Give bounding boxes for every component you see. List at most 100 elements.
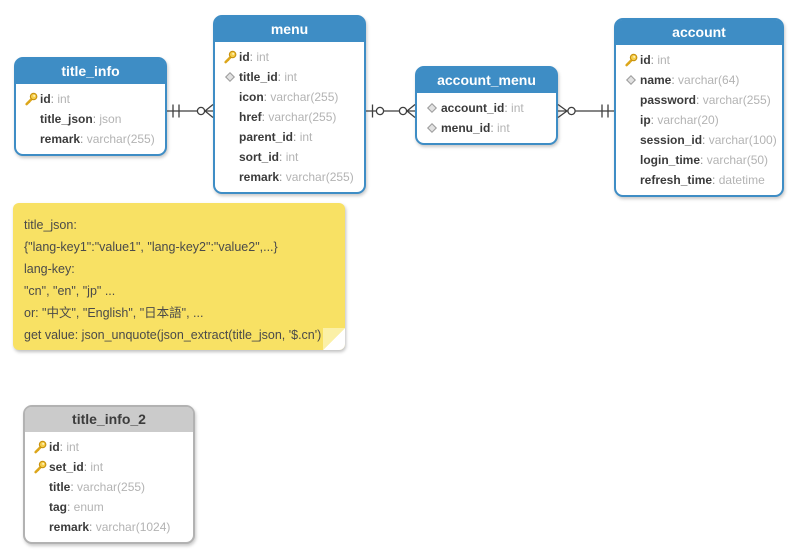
field-type: varchar(100) xyxy=(702,133,777,147)
foreign-key-icon xyxy=(622,73,640,87)
field-type: int xyxy=(51,92,70,106)
field-name: remark xyxy=(239,170,280,184)
table-menu[interactable]: menu idinttitle_idinticonvarchar(255)hre… xyxy=(213,15,366,194)
table-account_menu[interactable]: account_menu account_idintmenu_idint xyxy=(415,66,558,145)
table-body: idintnamevarchar(64)passwordvarchar(255)… xyxy=(616,46,782,195)
field-type: int xyxy=(490,121,510,135)
field-name: icon xyxy=(239,90,264,104)
field-row[interactable]: remarkvarchar(255) xyxy=(22,129,159,149)
cardinality-zero-or-many xyxy=(398,103,416,119)
field-name: title_id xyxy=(239,70,278,84)
field-type: varchar(255) xyxy=(264,90,338,104)
field-row[interactable]: idint xyxy=(221,47,358,67)
table-header[interactable]: title_info xyxy=(16,59,165,85)
field-type: varchar(255) xyxy=(80,132,155,146)
table-body: idinttitle_idinticonvarchar(255)hrefvarc… xyxy=(215,43,364,192)
foreign-key-icon xyxy=(423,101,441,115)
field-type: varchar(255) xyxy=(696,93,771,107)
field-row[interactable]: parent_idint xyxy=(221,127,358,147)
field-name: href xyxy=(239,110,262,124)
field-row[interactable]: hrefvarchar(255) xyxy=(221,107,358,127)
connector-title_info-menu xyxy=(167,103,214,119)
table-title: title_info_2 xyxy=(72,411,146,427)
table-title_info[interactable]: title_info idinttitle_jsonjsonremarkvarc… xyxy=(14,57,167,156)
field-row[interactable]: set_idint xyxy=(31,457,187,477)
table-header[interactable]: account xyxy=(616,20,782,46)
table-title: account xyxy=(672,24,726,40)
cardinality-zero-or-many xyxy=(557,103,576,119)
field-row[interactable]: idint xyxy=(31,437,187,457)
primary-key-icon xyxy=(31,440,49,454)
field-row[interactable]: sort_idint xyxy=(221,147,358,167)
field-type: varchar(255) xyxy=(279,170,354,184)
cardinality-zero-or-one xyxy=(371,104,385,118)
field-name: password xyxy=(640,93,697,107)
connector-menu-account_menu xyxy=(366,103,416,119)
field-row[interactable]: tagenum xyxy=(31,497,187,517)
field-type: int xyxy=(60,440,79,454)
table-header[interactable]: title_info_2 xyxy=(25,407,193,433)
field-name: id xyxy=(239,50,250,64)
field-row[interactable]: idint xyxy=(622,50,776,70)
note-line: {"lang-key1":"value1", "lang-key2":"valu… xyxy=(24,240,278,254)
primary-key-icon xyxy=(22,92,40,106)
field-row[interactable]: account_idint xyxy=(423,98,550,118)
primary-key-icon xyxy=(31,460,49,474)
field-name: tag xyxy=(49,500,67,514)
field-name: name xyxy=(640,73,672,87)
field-type: int xyxy=(279,150,299,164)
field-name: refresh_time xyxy=(640,173,713,187)
field-name: session_id xyxy=(640,133,703,147)
sticky-note[interactable]: title_json:{"lang-key1":"value1", "lang-… xyxy=(13,203,345,350)
table-header[interactable]: account_menu xyxy=(417,68,556,94)
table-title: title_info xyxy=(61,63,120,79)
field-row[interactable]: refresh_timedatetime xyxy=(622,170,776,190)
field-type: json xyxy=(93,112,121,126)
field-name: set_id xyxy=(49,460,84,474)
field-type: enum xyxy=(67,500,104,514)
field-row[interactable]: title_jsonjson xyxy=(22,109,159,129)
field-type: datetime xyxy=(712,173,765,187)
field-type: varchar(64) xyxy=(671,73,739,87)
field-name: remark xyxy=(40,132,81,146)
table-header[interactable]: menu xyxy=(215,17,364,43)
field-name: id xyxy=(49,440,60,454)
field-name: account_id xyxy=(441,101,505,115)
table-body: idinttitle_jsonjsonremarkvarchar(255) xyxy=(16,85,165,154)
cardinality-zero-or-many xyxy=(196,103,214,119)
table-title: menu xyxy=(270,21,309,37)
field-name: id xyxy=(640,53,651,67)
foreign-key-icon xyxy=(423,121,441,135)
primary-key-icon xyxy=(622,53,640,67)
note-line: get value: json_unquote(json_extract(tit… xyxy=(24,328,322,342)
field-row[interactable]: iconvarchar(255) xyxy=(221,87,358,107)
table-title_info_2[interactable]: title_info_2 idintset_idinttitlevarchar(… xyxy=(23,405,195,544)
field-type: int xyxy=(293,130,313,144)
field-name: login_time xyxy=(640,153,701,167)
field-name: ip xyxy=(640,113,651,127)
field-row[interactable]: passwordvarchar(255) xyxy=(622,90,776,110)
field-row[interactable]: title_idint xyxy=(221,67,358,87)
field-row[interactable]: idint xyxy=(22,89,159,109)
field-name: parent_id xyxy=(239,130,294,144)
field-row[interactable]: menu_idint xyxy=(423,118,550,138)
field-name: title xyxy=(49,480,71,494)
field-row[interactable]: ipvarchar(20) xyxy=(622,110,776,130)
note-line: "cn", "en", "jp" ... xyxy=(24,284,116,298)
field-type: int xyxy=(250,50,269,64)
note-lines: title_json:{"lang-key1":"value1", "lang-… xyxy=(24,214,335,346)
table-body: account_idintmenu_idint xyxy=(417,94,556,143)
field-type: varchar(1024) xyxy=(89,520,171,534)
field-row[interactable]: titlevarchar(255) xyxy=(31,477,187,497)
note-line: or: "中文", "English", "日本語", ... xyxy=(24,306,204,320)
field-name: menu_id xyxy=(441,121,491,135)
field-row[interactable]: remarkvarchar(255) xyxy=(221,167,358,187)
field-row[interactable]: login_timevarchar(50) xyxy=(622,150,776,170)
field-row[interactable]: remarkvarchar(1024) xyxy=(31,517,187,537)
table-account[interactable]: account idintnamevarchar(64)passwordvarc… xyxy=(614,18,784,197)
field-type: varchar(255) xyxy=(262,110,336,124)
field-name: sort_id xyxy=(239,150,280,164)
field-row[interactable]: namevarchar(64) xyxy=(622,70,776,90)
field-row[interactable]: session_idvarchar(100) xyxy=(622,130,777,150)
